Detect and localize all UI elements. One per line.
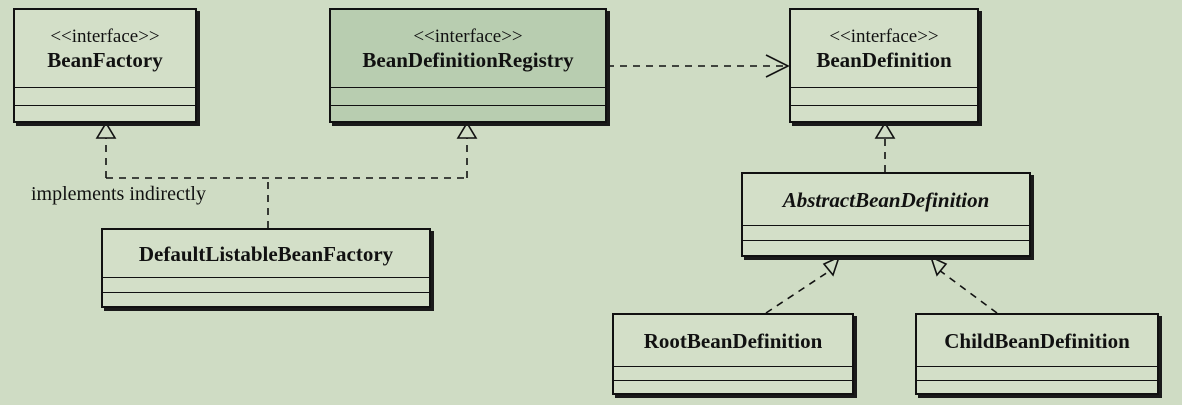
triangle-arrowhead-registry — [456, 121, 478, 139]
attributes-compartment — [917, 367, 1157, 381]
attributes-compartment — [791, 88, 977, 106]
class-header: <<interface>> BeanDefinitionRegistry — [331, 10, 605, 88]
class-header: <<interface>> BeanFactory — [15, 10, 195, 88]
class-bean-definition-registry[interactable]: <<interface>> BeanDefinitionRegistry — [329, 8, 607, 123]
stereotype-label: <<interface>> — [413, 25, 523, 47]
class-abstract-bean-definition[interactable]: AbstractBeanDefinition — [741, 172, 1031, 257]
generalization-line-child — [938, 269, 998, 314]
generalization-line-root — [765, 269, 832, 314]
attributes-compartment — [743, 226, 1029, 241]
triangle-arrowhead-child — [929, 255, 948, 277]
class-header: RootBeanDefinition — [614, 315, 852, 367]
attributes-compartment — [614, 367, 852, 381]
class-name: BeanDefinitionRegistry — [362, 47, 574, 72]
class-child-bean-definition[interactable]: ChildBeanDefinition — [915, 313, 1159, 395]
class-default-listable-bean-factory[interactable]: DefaultListableBeanFactory — [101, 228, 431, 308]
class-name: RootBeanDefinition — [643, 328, 823, 353]
triangle-arrowhead-root — [822, 255, 841, 277]
class-name: BeanDefinition — [816, 47, 952, 72]
attributes-compartment — [15, 88, 195, 106]
class-header: <<interface>> BeanDefinition — [791, 10, 977, 88]
class-name: DefaultListableBeanFactory — [138, 241, 394, 266]
class-name: BeanFactory — [47, 47, 163, 72]
class-root-bean-definition[interactable]: RootBeanDefinition — [612, 313, 854, 395]
class-header: ChildBeanDefinition — [917, 315, 1157, 367]
stereotype-label: <<interface>> — [829, 25, 939, 47]
attributes-compartment — [331, 88, 605, 106]
class-bean-definition[interactable]: <<interface>> BeanDefinition — [789, 8, 979, 123]
attributes-compartment — [103, 278, 429, 293]
triangle-arrowhead-beanfactory — [95, 121, 117, 139]
implements-indirectly-note: implements indirectly — [31, 183, 206, 205]
open-arrowhead-dependency — [765, 54, 790, 78]
class-name: AbstractBeanDefinition — [782, 187, 990, 212]
triangle-arrowhead-beandefinition — [874, 121, 896, 139]
class-header: AbstractBeanDefinition — [743, 174, 1029, 226]
class-name: ChildBeanDefinition — [944, 328, 1130, 353]
class-header: DefaultListableBeanFactory — [103, 230, 429, 278]
stereotype-label: <<interface>> — [50, 25, 160, 47]
class-bean-factory[interactable]: <<interface>> BeanFactory — [13, 8, 197, 123]
